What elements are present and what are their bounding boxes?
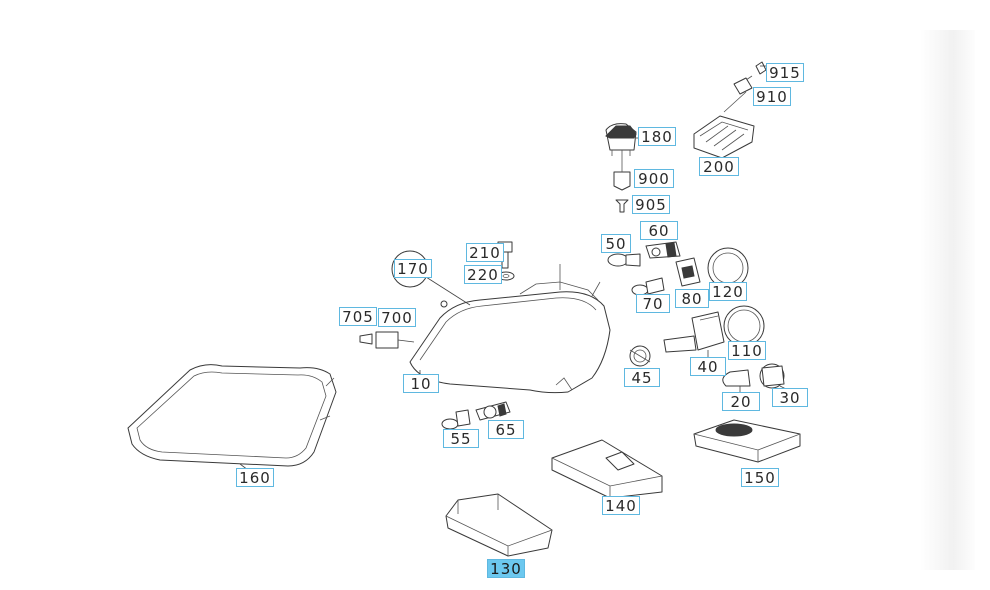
part-50-bulb[interactable] [607, 253, 641, 267]
part-label-120[interactable]: 120 [709, 282, 747, 301]
part-label-900[interactable]: 900 [634, 169, 674, 188]
part-160-frame[interactable] [127, 364, 337, 467]
part-label-30[interactable]: 30 [772, 388, 808, 407]
part-label-110[interactable]: 110 [728, 341, 766, 360]
part-label-150[interactable]: 150 [741, 468, 779, 487]
part-label-705[interactable]: 705 [339, 307, 377, 326]
part-label-210[interactable]: 210 [466, 243, 504, 262]
part-label-910[interactable]: 910 [753, 87, 791, 106]
part-label-10[interactable]: 10 [403, 374, 439, 393]
part-110-cover[interactable] [723, 305, 765, 347]
part-label-200[interactable]: 200 [699, 157, 739, 176]
part-200-control-unit[interactable] [693, 75, 755, 159]
part-label-50[interactable]: 50 [601, 234, 631, 253]
part-60-bulb[interactable] [645, 241, 681, 259]
part-label-905[interactable]: 905 [632, 195, 670, 214]
part-150-ignitor[interactable] [693, 419, 801, 463]
right-edge-shading [920, 30, 975, 570]
part-30-socket[interactable] [759, 363, 789, 391]
part-55-bulb[interactable] [441, 409, 471, 430]
part-label-915[interactable]: 915 [766, 63, 804, 82]
part-20-bulb[interactable] [722, 369, 751, 392]
part-label-220[interactable]: 220 [464, 265, 502, 284]
part-label-160[interactable]: 160 [236, 468, 274, 487]
part-130-control-unit[interactable] [445, 493, 553, 557]
part-label-65[interactable]: 65 [488, 420, 524, 439]
part-10-headlamp[interactable] [409, 264, 611, 394]
part-700-connector[interactable] [359, 331, 415, 349]
part-label-140[interactable]: 140 [602, 496, 640, 515]
part-140-ballast[interactable] [551, 439, 663, 499]
part-80-socket[interactable] [675, 257, 701, 287]
part-label-130-selected[interactable]: 130 [487, 559, 525, 578]
part-40-xenon-bulb[interactable] [663, 311, 725, 358]
part-180-module[interactable] [605, 123, 640, 156]
part-label-80[interactable]: 80 [675, 289, 709, 308]
part-905-pin[interactable] [615, 199, 629, 213]
part-label-70[interactable]: 70 [636, 294, 670, 313]
part-65-socket[interactable] [475, 401, 511, 421]
part-900-cap[interactable] [613, 156, 631, 191]
part-label-55[interactable]: 55 [443, 429, 479, 448]
part-label-170[interactable]: 170 [394, 259, 432, 278]
part-label-180[interactable]: 180 [638, 127, 676, 146]
part-label-45[interactable]: 45 [624, 368, 660, 387]
part-45-ring[interactable] [629, 345, 651, 367]
part-label-700[interactable]: 700 [378, 308, 416, 327]
part-label-40[interactable]: 40 [690, 357, 726, 376]
part-label-20[interactable]: 20 [722, 392, 760, 411]
part-label-60[interactable]: 60 [640, 221, 678, 240]
